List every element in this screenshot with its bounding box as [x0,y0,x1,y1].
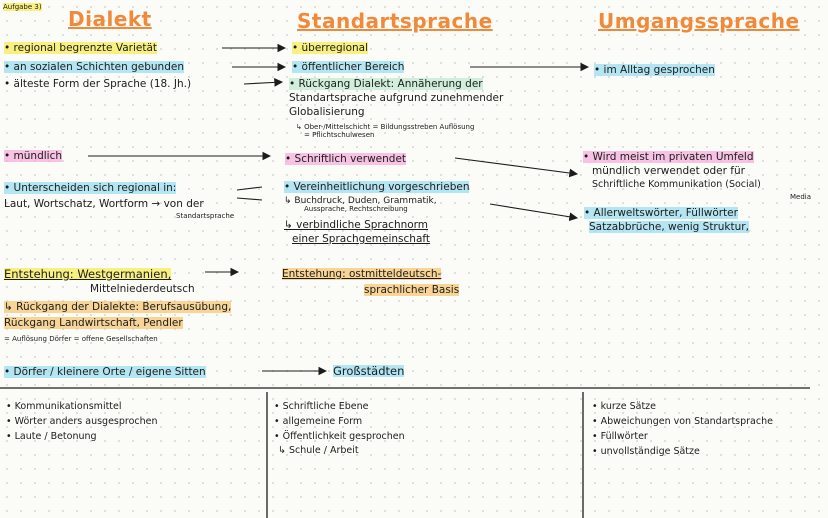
standard-line-4: Standartsprache aufgrund zunehmender [289,92,504,104]
standard-line-9: • Vereinheitlichung vorgeschrieben [284,181,470,193]
equals-sign [236,186,263,201]
standard-entstehung: Entstehung: ostmitteldeutsch- [282,268,442,280]
bottom-dialekt-1: • Kommunikationsmittel [6,401,122,412]
dialekt-line-3: • älteste Form der Sprache (18. Jh.) [4,78,192,90]
umgang-line-5: Media [790,193,812,201]
arrow-allerwelt [489,203,579,222]
umgang-line-4: Schriftliche Kommunikation (Social) [592,179,761,190]
bottom-standard-1: • Schriftliche Ebene [274,401,369,412]
arrow-rueckgang [243,78,284,87]
dialekt-line-1: • regional begrenzte Varietät [4,42,158,54]
dialekt-line-5: • Unterscheiden sich regional in: [4,182,177,194]
umgang-line-1: • im Alltag gesprochen [594,64,715,76]
bottom-standard-3: • Öffentlichkeit gesprochen [274,431,405,442]
bottom-dialekt-3: • Laute / Betonung [6,431,97,442]
bottom-umgang-3: • Füllwörter [592,431,648,442]
standard-line-1: • überregional [292,42,369,54]
task-label: Aufgabe 3) [3,3,42,11]
standard-line-13: einer Sprachgemeinschaft [292,233,431,245]
dialekt-line-12: = Auflösung Dörfer = offene Gesellschaft… [4,335,158,343]
bottom-umgang-2: • Abweichungen von Standartsprache [592,416,773,427]
standard-line-3: • Rückgang Dialekt: Annäherung der [289,78,483,90]
dialekt-line-11: Rückgang Landwirtschaft, Pendler [4,317,183,329]
standard-line-6: ↳ Ober-/Mittelschicht = Bildungsstreben … [296,123,475,131]
dialekt-line-9: Mittelniederdeutsch [90,283,195,295]
dialekt-line-13: • Dörfer / kleinere Orte / eigene Sitten [4,366,206,378]
bottom-dialekt-2: • Wörter anders ausgesprochen [6,416,158,427]
dialekt-line-6: Laut, Wortschatz, Wortform → von der [4,198,204,210]
standard-line-7: = Pflichtschulwesen [304,131,375,139]
dialekt-line-4: • mündlich [4,150,62,162]
umgang-line-6: • Allerweltswörter, Füllwörter [584,207,738,219]
standard-line-5: Globalisierung [289,106,365,118]
standard-line-15: sprachlicher Basis [364,284,460,296]
standard-line-12: ↳ verbindliche Sprachnorm [284,219,429,231]
standard-line-16: Großstädten [333,364,405,378]
bottom-standard-4: ↳ Schule / Arbeit [278,445,359,456]
bottom-umgang-1: • kurze Sätze [592,401,657,412]
standard-line-2: • öffentlicher Bereich [292,61,405,73]
umgang-line-7: Satzabbrüche, wenig Struktur, [589,221,749,233]
dialekt-line-2: • an sozialen Schichten gebunden [4,61,184,73]
standard-line-11: Aussprache, Rechtschreibung [304,205,408,213]
bottom-umgang-4: • unvollständige Sätze [592,446,700,457]
heading-dialekt: Dialekt [68,7,152,31]
umgang-line-3: mündlich verwendet oder für [592,165,745,177]
dialekt-entstehung: Entstehung: Westgermanien, [4,267,172,281]
arrow-privat [454,157,579,178]
umgang-line-2: • Wird meist im privaten Umfeld [583,151,754,163]
dialekt-line-10: ↳ Rückgang der Dialekte: Berufsausübung, [4,301,232,313]
bottom-standard-2: • allgemeine Form [274,416,363,427]
dialekt-line-7: Standartsprache [176,212,235,220]
heading-umgangssprache: Umgangssprache [598,9,800,33]
standard-line-8: • Schriftlich verwendet [285,153,407,165]
standard-line-10: ↳ Buchdruck, Duden, Grammatik, [284,196,437,206]
heading-standardsprache: Standartsprache [297,9,493,33]
